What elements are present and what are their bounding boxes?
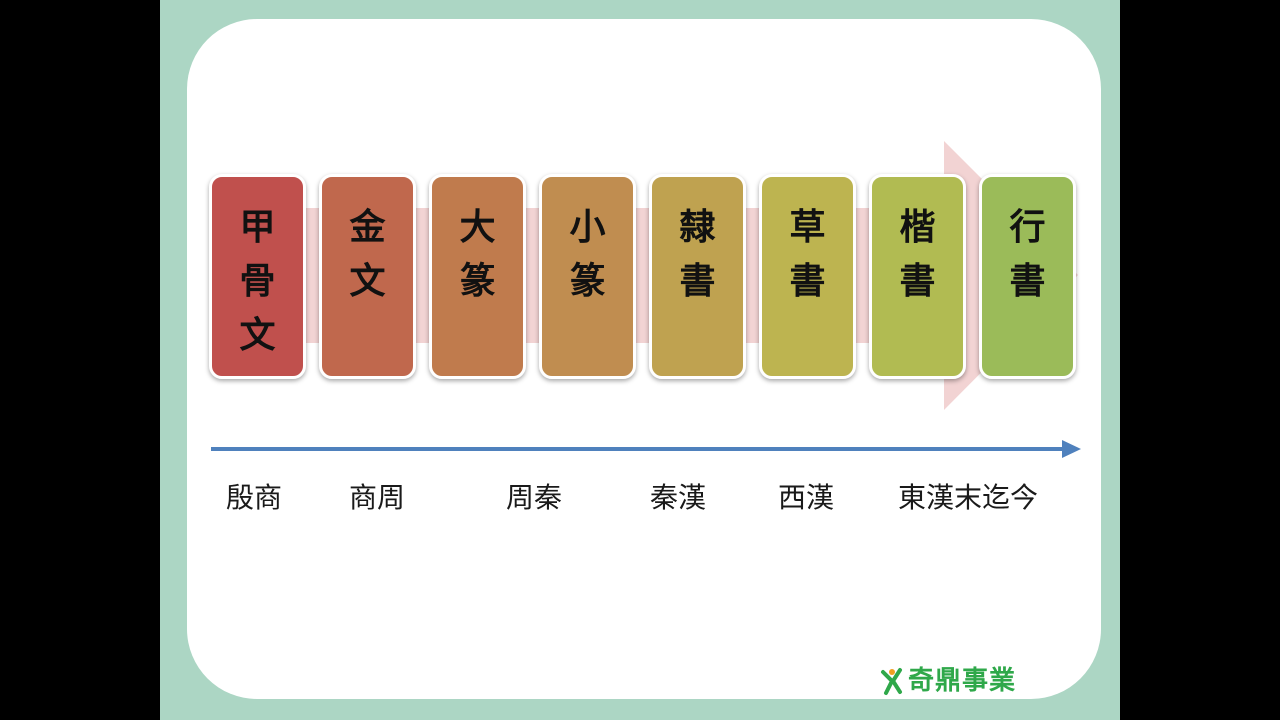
kiting-figure-icon <box>881 668 902 695</box>
card-6: 草 書 <box>759 174 856 379</box>
period-label-6: 東漢末迄今 <box>898 481 1039 514</box>
card-7-char-1: 楷 <box>899 207 936 248</box>
card-5: 隸 書 <box>649 174 746 379</box>
card-3-char-2: 篆 <box>459 261 496 302</box>
card-1-char-3: 文 <box>239 315 276 356</box>
period-label-4: 秦漢 <box>650 481 707 514</box>
card-4-char-1: 小 <box>569 207 606 248</box>
card-3: 大 篆 <box>429 174 526 379</box>
card-5-char-2: 書 <box>679 261 716 302</box>
card-8-char-2: 書 <box>1009 261 1046 302</box>
card-2-char-2: 文 <box>349 261 386 302</box>
period-label-2: 商周 <box>349 481 406 514</box>
card-4-char-2: 篆 <box>569 261 606 302</box>
band-arrow-shape <box>210 141 1078 410</box>
logo-text: 奇鼎事業 <box>908 666 1017 696</box>
period-label-5: 西漢 <box>778 481 835 514</box>
card-1: 甲 骨 文 <box>209 174 306 379</box>
card-7-char-2: 書 <box>899 261 936 302</box>
card-4: 小 篆 <box>539 174 636 379</box>
period-label-3: 周秦 <box>506 481 563 514</box>
card-2-char-1: 金 <box>349 207 386 248</box>
card-7: 楷 書 <box>869 174 966 379</box>
card-2: 金 文 <box>319 174 416 379</box>
card-6-char-1: 草 <box>789 207 826 248</box>
card-8-char-1: 行 <box>1009 207 1046 248</box>
period-label-1: 殷商 <box>226 481 283 514</box>
card-1-char-1: 甲 <box>239 207 276 248</box>
card-1-char-2: 骨 <box>239 261 276 302</box>
timeline-arrowhead <box>1062 440 1081 458</box>
card-3-char-1: 大 <box>459 207 496 248</box>
card-6-char-2: 書 <box>789 261 826 302</box>
card-5-char-1: 隸 <box>679 207 716 248</box>
publisher-logo: 奇鼎事業 <box>880 664 1016 698</box>
card-8: 行 書 <box>979 174 1076 379</box>
